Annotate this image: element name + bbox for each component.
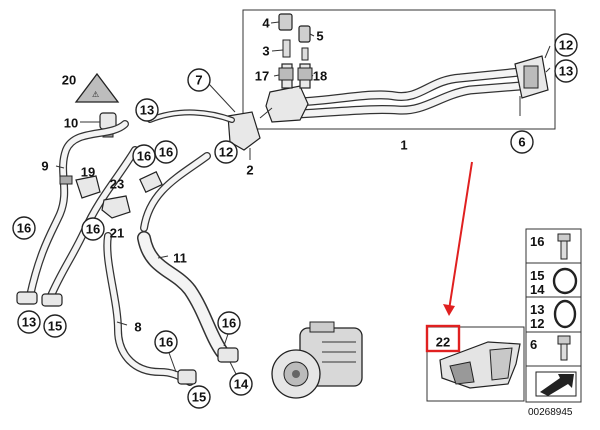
diagram-code: 00268945 — [528, 407, 573, 418]
legend-label: 15 — [530, 268, 544, 283]
sensor-21 — [101, 195, 131, 219]
callout-circle — [17, 310, 41, 334]
fitting-left-b — [41, 293, 63, 307]
callout-circle — [510, 130, 534, 154]
cap-5 — [298, 25, 311, 43]
red-pointer-arrow — [448, 161, 473, 311]
fitting-18 — [297, 67, 313, 81]
arrow-icon — [535, 371, 577, 397]
callout-circle — [554, 33, 578, 57]
compressor — [271, 321, 363, 399]
callout-16: 16 — [159, 335, 173, 350]
callout-circle — [154, 330, 178, 354]
callout-12: 12 — [219, 145, 233, 160]
fitting-14 — [217, 347, 239, 363]
screw-icon — [557, 335, 571, 361]
callout-circle — [217, 311, 241, 335]
callout-13: 13 — [140, 103, 154, 118]
callout-13: 13 — [559, 64, 573, 79]
bracket-19 — [75, 175, 101, 199]
callout-22: 22 — [436, 335, 450, 350]
callout-7: 7 — [195, 73, 202, 88]
callout-15: 15 — [192, 390, 206, 405]
fitting-left-a — [16, 291, 38, 305]
valve-core-3 — [282, 39, 291, 58]
legend-label: 14 — [530, 282, 545, 297]
callout-2: 2 — [246, 163, 253, 178]
callout-4: 4 — [262, 16, 270, 31]
callout-circle — [554, 59, 578, 83]
svg-text:⚠: ⚠ — [92, 90, 99, 99]
fitting-17 — [278, 67, 294, 81]
callout-13: 13 — [22, 315, 36, 330]
callout-circle — [135, 98, 159, 122]
callout-16: 16 — [17, 221, 31, 236]
callout-11: 11 — [173, 251, 187, 266]
parts-legend — [525, 228, 582, 403]
bracket-22 — [439, 341, 521, 389]
callout-16: 16 — [86, 222, 100, 237]
detail-frame-22 — [426, 326, 525, 402]
screw-icon — [557, 233, 571, 260]
cap-4 — [278, 13, 293, 31]
warning-triangle-icon — [74, 72, 120, 103]
pipe-center — [140, 152, 211, 232]
callout-circle — [214, 140, 238, 164]
callout-15: 15 — [48, 319, 62, 334]
callout-12: 12 — [559, 38, 573, 53]
callout-21: 21 — [110, 226, 124, 241]
bracket-2 — [227, 111, 261, 151]
callout-23: 23 — [110, 177, 124, 192]
callout-22-highlight — [425, 324, 461, 353]
callout-circle — [187, 385, 211, 409]
legend-label: 13 — [530, 302, 544, 317]
callout-circle — [43, 314, 67, 338]
callout-14: 14 — [234, 377, 249, 392]
valve-block — [265, 85, 309, 123]
callout-circle — [12, 216, 36, 240]
legend-label: 6 — [530, 337, 537, 352]
callout-16: 16 — [222, 316, 236, 331]
callout-circle — [187, 68, 211, 92]
legend-label: 16 — [530, 234, 544, 249]
callout-circle — [154, 140, 178, 164]
callout-19: 19 — [81, 165, 95, 180]
o-ring-icon — [552, 267, 578, 295]
callout-5: 5 — [316, 29, 323, 44]
callout-18: 18 — [313, 69, 327, 84]
clip-23 — [139, 171, 163, 193]
callout-16: 16 — [137, 149, 151, 164]
legend-label: 12 — [530, 316, 544, 331]
o-ring-icon — [553, 299, 577, 329]
callout-20: 20 — [62, 73, 76, 88]
callout-9: 9 — [41, 159, 48, 174]
callout-17: 17 — [255, 69, 269, 84]
callout-10: 10 — [64, 116, 78, 131]
callout-6: 6 — [518, 135, 525, 150]
callout-circle — [132, 144, 156, 168]
callout-1: 1 — [400, 138, 407, 153]
callout-16: 16 — [159, 145, 173, 160]
callout-circle — [81, 217, 105, 241]
callout-3: 3 — [262, 44, 269, 59]
callout-8: 8 — [134, 320, 141, 335]
callout-circle — [229, 372, 253, 396]
fitting-15 — [177, 369, 197, 385]
